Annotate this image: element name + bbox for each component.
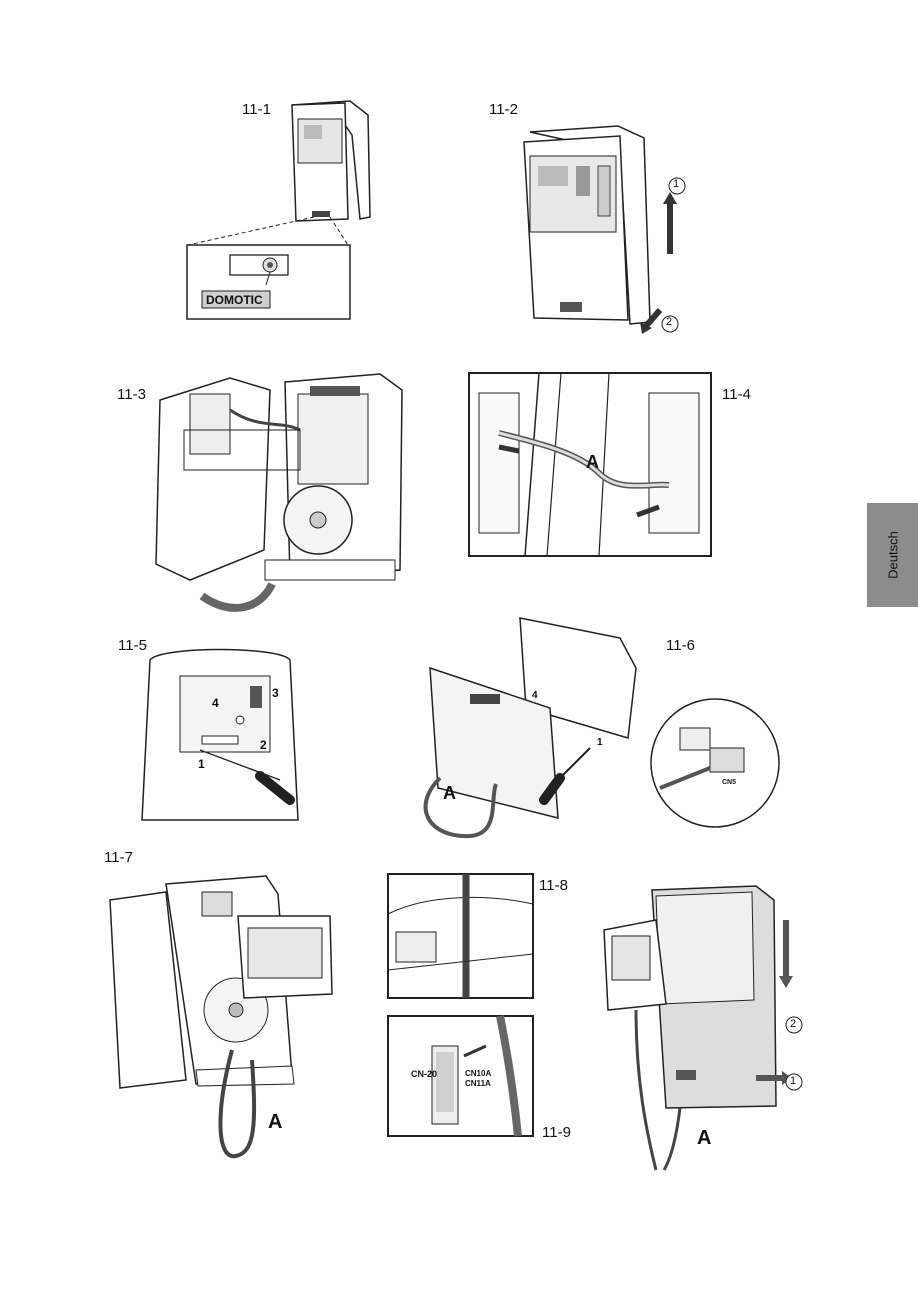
connector-cn10a-label: CN10A: [465, 1069, 492, 1078]
callout-a-11-10: A: [697, 1127, 712, 1149]
callout-a-11-4: A: [586, 452, 599, 472]
point-1-11-5: 1: [198, 757, 205, 771]
language-tab-label: Deutsch: [885, 531, 900, 579]
figure-11-5-illustration: [141, 648, 299, 821]
figure-label-11-6: 11-6: [666, 637, 695, 654]
figure-11-10-illustration: [603, 885, 803, 1171]
step-2-marker-11-10: 2: [790, 1018, 797, 1030]
point-1-11-6: 1: [597, 737, 603, 748]
figure-label-11-3: 11-3: [117, 386, 146, 403]
figure-11-6-illustration: [423, 617, 780, 839]
step-2-marker-11-2: 2: [666, 316, 673, 328]
figure-label-11-8: 11-8: [539, 877, 568, 894]
callout-a-11-6: A: [443, 783, 456, 803]
callout-a-11-7: A: [268, 1111, 283, 1133]
connector-cn20-label: CN-20: [411, 1069, 438, 1079]
connector-cn5-label: CN5: [722, 779, 737, 786]
step-1-marker-11-2: 1: [673, 178, 680, 190]
language-tab: Deutsch: [867, 503, 918, 607]
figure-label-11-4: 11-4: [722, 386, 751, 403]
point-4-11-6: 4: [532, 690, 538, 701]
connector-cn11a-label: CN11A: [465, 1079, 491, 1088]
figure-label-11-7: 11-7: [104, 849, 133, 866]
figure-11-7-illustration: [109, 875, 333, 1159]
domotic-tag: DOMOTIC: [206, 293, 263, 307]
figure-label-11-1: 11-1: [242, 101, 271, 118]
figure-11-1-illustration: [186, 100, 371, 320]
figure-11-3-illustration: [155, 373, 403, 612]
figure-11-2-illustration: [523, 125, 686, 334]
point-2-11-5: 2: [260, 738, 267, 752]
figure-11-4-illustration: [468, 372, 712, 557]
point-3-11-5: 3: [272, 686, 279, 700]
figure-label-11-9: 11-9: [542, 1124, 571, 1141]
figure-label-11-2: 11-2: [489, 101, 518, 118]
figure-label-11-5: 11-5: [118, 637, 147, 654]
point-4-11-5: 4: [212, 696, 219, 710]
step-1-marker-11-10: 1: [790, 1075, 797, 1087]
figure-11-8-illustration: [387, 873, 534, 999]
figure-11-9-illustration: [387, 1015, 534, 1137]
